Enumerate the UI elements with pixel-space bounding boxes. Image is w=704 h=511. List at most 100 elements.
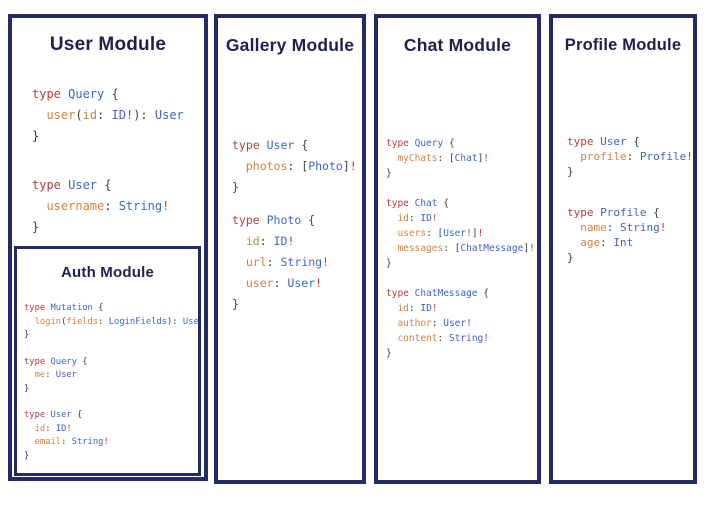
code-token: profile [580,150,627,163]
code-line: id: ID! [386,211,537,226]
code-token: { [111,87,119,101]
code-token: myChats [397,153,438,164]
code-token [567,150,580,163]
code-token: } [386,258,392,269]
code-line: login(fields: LoginFields): User [24,316,198,330]
code-token: : [431,318,444,329]
code-token: ] [342,159,350,173]
code-line: name: String! [567,220,693,235]
code-line: } [24,329,198,343]
code-line: type Query { [32,84,204,105]
code-token: } [24,330,30,340]
graphql-code-gallery-module: type User { photos: [Photo]!}type Photo … [232,135,362,315]
code-token: ] [471,228,478,239]
code-token: type [567,135,601,148]
code-token: Photo [266,213,309,227]
code-token: ! [529,243,535,254]
code-token: } [32,220,40,234]
code-token: ! [431,303,438,314]
code-token [232,159,246,173]
code-token: ] [477,153,484,164]
code-token: ! [322,255,329,269]
code-line: username: String! [32,196,204,217]
code-block: type ChatMessage { id: ID! author: User!… [386,286,537,361]
code-token: { [82,356,88,367]
code-line: content: String! [386,331,537,346]
code-token: } [567,165,574,178]
code-line: } [24,450,198,464]
code-token: user [46,108,76,122]
code-token: ! [287,234,295,248]
code-line: } [386,166,537,181]
code-token: { [76,410,83,420]
code-line: author: User! [386,316,537,331]
code-token [32,199,46,213]
code-line: type Photo { [232,210,362,231]
code-token: : [61,437,72,447]
panel-user-module: User Module type Query { user(id: ID!): … [8,14,208,481]
code-token: : [98,316,109,327]
code-line: user(id: ID!): User [32,105,204,126]
code-line: type Profile { [567,205,693,220]
code-token: id [245,234,260,248]
panel-profile-module: Profile Module type User { profile: Prof… [549,14,697,484]
code-token: ! [483,153,490,164]
code-token: type [24,356,51,367]
code-line: } [232,177,362,198]
code-token: type [32,178,69,192]
code-token: String [448,333,484,344]
code-line: id: ID! [232,231,362,252]
code-token: { [104,178,112,192]
code-line: id: ID! [386,301,537,316]
code-line: } [567,164,693,179]
code-token: Int [613,236,634,249]
code-token: ID [55,423,67,434]
graphql-code-chat-module: type Query { myChats: [Chat]!}type Chat … [386,136,537,361]
code-line: profile: Profile! [567,149,693,164]
code-token [232,276,246,290]
code-token: : [ [437,153,455,164]
code-token: ( [75,108,83,122]
code-line: } [32,217,204,238]
code-token: ! [315,276,323,290]
code-line: myChats: [Chat]! [386,151,537,166]
code-token: String [280,255,323,269]
code-token: id [34,423,46,434]
code-token: type [232,213,267,227]
code-token: { [633,135,640,148]
code-token: User [266,138,302,152]
panel-chat-module: Chat Module type Query { myChats: [Chat]… [374,14,541,484]
code-token [232,234,246,248]
code-token: email [34,437,62,447]
code-token: : [ [287,159,309,173]
code-token: age [580,236,601,249]
code-token: ! [659,221,667,234]
panel-title-profile-module: Profile Module [564,36,682,54]
code-token: : [45,423,56,434]
code-line: } [386,256,537,271]
code-token: User [68,178,105,192]
code-token: User [443,228,467,239]
code-token: : [266,255,281,269]
code-token: login [34,316,62,327]
code-token: String [71,437,104,447]
code-line: id: ID! [24,423,198,437]
code-token: fields [66,316,99,327]
panel-title-user-module: User Module [49,34,167,55]
code-token: { [98,303,104,313]
code-token: Photo [308,159,343,173]
code-token: Query [68,87,112,101]
code-block: type Query { myChats: [Chat]!} [386,136,537,181]
code-token: User [50,410,77,420]
code-block: type User { username: String!} [32,175,204,238]
code-token: ID [111,108,126,122]
code-block: type Profile { name: String! age: Int} [567,205,693,265]
code-token: content [397,333,438,344]
panel-auth-module: Auth Module type Mutation { login(fields… [14,246,201,476]
panel-gallery-module: Gallery Module type User { photos: [Phot… [214,14,366,484]
code-token [386,228,397,239]
code-token [24,437,35,447]
code-token: type [567,206,601,219]
code-line: type Query { [386,136,537,151]
